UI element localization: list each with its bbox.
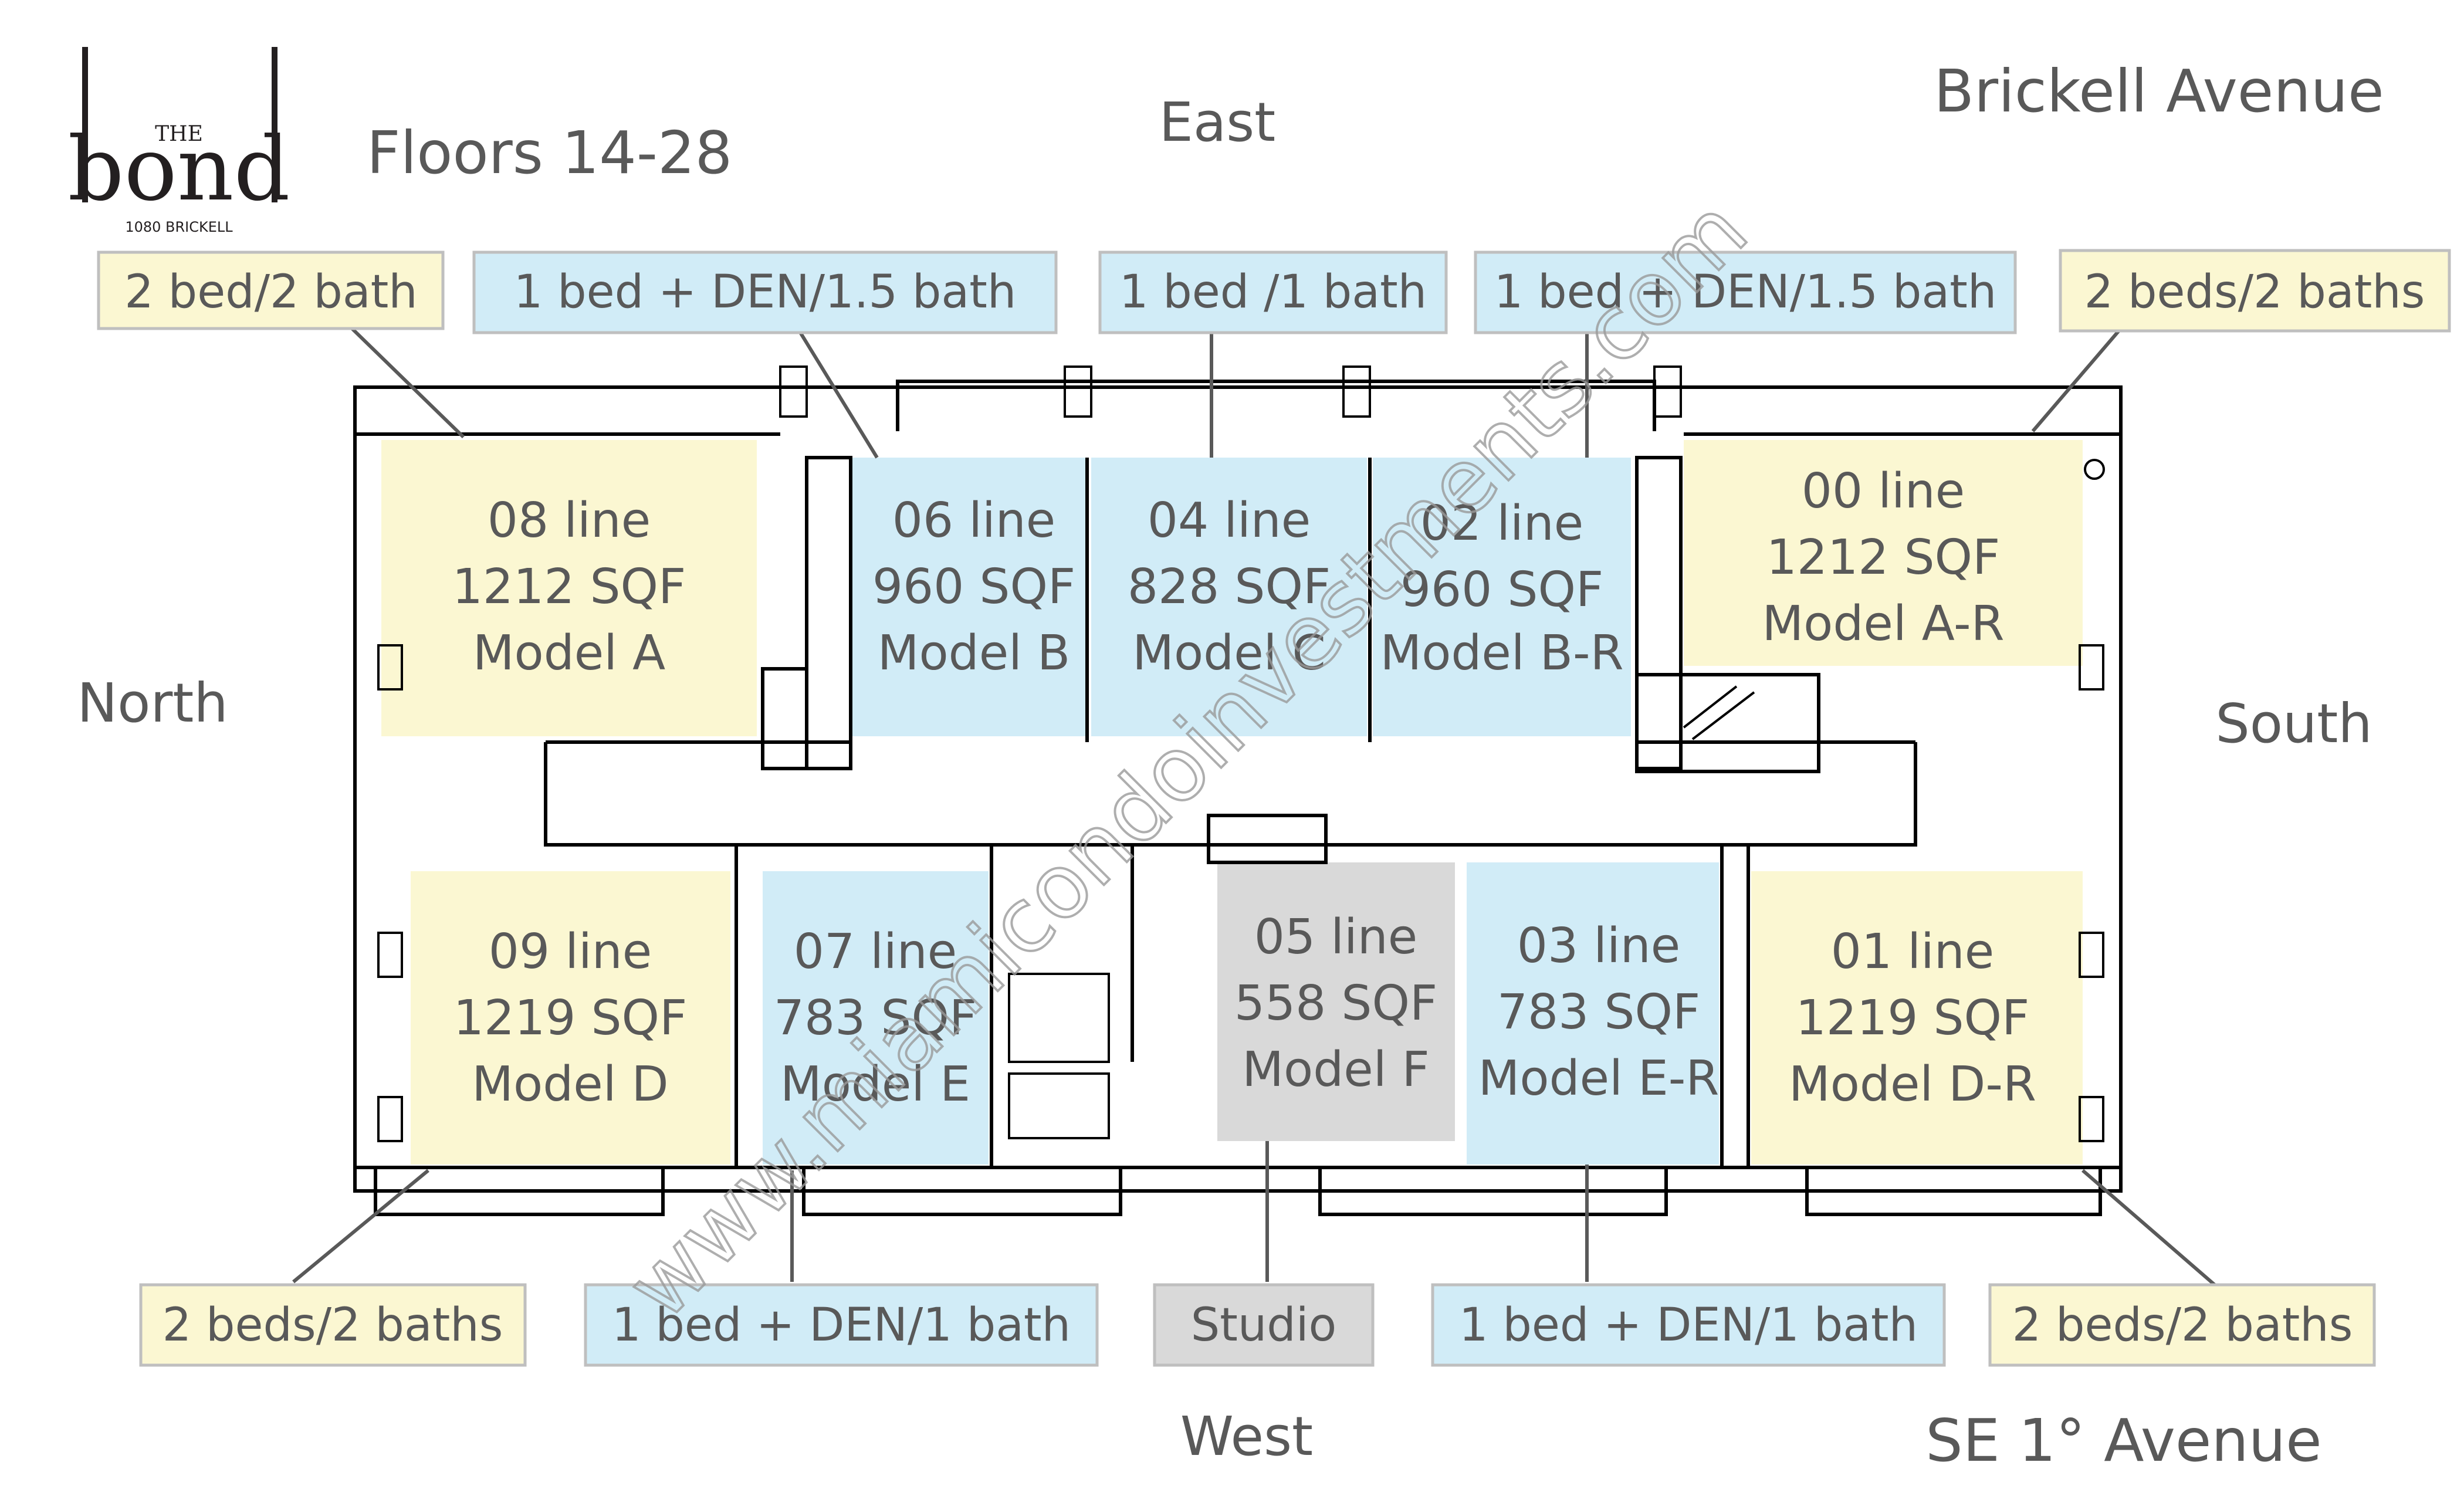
logo-name: bond xyxy=(68,119,290,221)
label-box xyxy=(1474,251,2017,334)
label-text: 1 bed + DEN/1 bath xyxy=(612,1299,1071,1352)
direction-west: West xyxy=(1180,1405,1313,1468)
label-text: 1 bed /1 bath xyxy=(1119,266,1427,319)
direction-east: East xyxy=(1159,91,1276,154)
unit-fill-02 xyxy=(1373,458,1631,736)
unit-09: 09 line 1219 SQF Model D xyxy=(453,924,688,1112)
direction-north: North xyxy=(77,672,228,735)
label-text: 2 beds/2 baths xyxy=(2084,266,2425,319)
unit-sqf: 960 SQF xyxy=(1400,562,1603,618)
unit-model: Model A xyxy=(473,625,665,681)
unit-fill-00 xyxy=(1684,440,2083,666)
unit-line: 06 line xyxy=(892,493,1055,549)
unit-sqf: 783 SQF xyxy=(1497,984,1700,1040)
label-box xyxy=(139,1283,527,1367)
label-text: 2 beds/2 baths xyxy=(163,1299,503,1352)
unit-fill-04 xyxy=(1091,458,1367,736)
label-text: 1 bed + DEN/1 bath xyxy=(1459,1299,1918,1352)
unit-model: Model D-R xyxy=(1789,1057,2036,1112)
unit-line: 02 line xyxy=(1420,496,1583,551)
unit-fill-01 xyxy=(1751,871,2083,1165)
unit-sqf: 1219 SQF xyxy=(1796,990,2030,1046)
unit-sqf: 1212 SQF xyxy=(1766,530,2001,585)
unit-model: Model A-R xyxy=(1762,596,2004,652)
label-box xyxy=(1098,251,1448,334)
unit-04: 04 line 828 SQF Model C xyxy=(1128,493,1331,681)
logo-the: THE xyxy=(155,122,203,146)
unit-fill-06 xyxy=(851,458,1085,736)
unit-02: 02 line 960 SQF Model B-R xyxy=(1380,496,1623,681)
unit-model: Model D xyxy=(472,1057,668,1112)
unit-08: 08 line 1212 SQF Model A xyxy=(452,493,686,681)
label-text: 1 bed + DEN/1.5 bath xyxy=(514,266,1017,319)
label-text: 2 bed/2 bath xyxy=(124,266,417,319)
logo: THE bond 1080 BRICKELL xyxy=(68,47,290,235)
unit-sqf: 960 SQF xyxy=(872,559,1075,615)
unit-06: 06 line 960 SQF Model B xyxy=(872,493,1075,681)
unit-fill-09 xyxy=(411,871,730,1165)
watermark: www.miamicondoinvestments.com xyxy=(608,180,1766,1338)
unit-fill-08 xyxy=(381,440,757,736)
unit-model: Model E-R xyxy=(1478,1051,1720,1106)
label-box xyxy=(97,251,445,330)
logo-address: 1080 BRICKELL xyxy=(125,219,233,235)
unit-00: 00 line 1212 SQF Model A-R xyxy=(1762,463,2004,652)
unit-line: 01 line xyxy=(1831,924,1994,980)
unit-model: Model E xyxy=(780,1057,970,1112)
label-box xyxy=(584,1283,1099,1367)
unit-line: 08 line xyxy=(488,493,651,549)
unit-01: 01 line 1219 SQF Model D-R xyxy=(1789,924,2036,1112)
unit-line: 04 line xyxy=(1148,493,1311,549)
unit-model: Model C xyxy=(1132,625,1326,681)
unit-line: 09 line xyxy=(489,924,652,980)
unit-model: Model B xyxy=(878,625,1071,681)
street-top: Brickell Avenue xyxy=(1934,57,2384,126)
floors-label: Floors 14-28 xyxy=(367,119,732,187)
unit-sqf: 828 SQF xyxy=(1128,559,1331,615)
unit-fill-07 xyxy=(763,871,989,1165)
unit-line: 07 line xyxy=(794,924,957,980)
top-labels: 2 bed/2 bath 1 bed + DEN/1.5 bath 1 bed … xyxy=(97,249,2451,334)
street-bottom: SE 1° Avenue xyxy=(1925,1406,2321,1475)
unit-sqf: 1212 SQF xyxy=(452,559,686,615)
label-box xyxy=(1153,1283,1375,1367)
unit-sqf: 558 SQF xyxy=(1234,976,1437,1031)
unit-line: 00 line xyxy=(1802,463,1965,519)
unit-sqf: 1219 SQF xyxy=(453,990,688,1046)
label-box xyxy=(1431,1283,1946,1367)
unit-07: 07 line 783 SQF Model E xyxy=(774,924,977,1112)
label-box xyxy=(2059,249,2451,333)
unit-line: 03 line xyxy=(1517,918,1680,974)
label-text: Studio xyxy=(1191,1299,1336,1352)
label-text: 2 beds/2 baths xyxy=(2012,1299,2353,1352)
unit-model: Model B-R xyxy=(1380,625,1623,681)
unit-05: 05 line 558 SQF Model F xyxy=(1234,909,1437,1098)
unit-fill-03 xyxy=(1467,862,1719,1165)
unit-model: Model F xyxy=(1242,1042,1429,1098)
label-box xyxy=(1988,1283,2376,1367)
walls xyxy=(353,365,2123,1216)
label-box xyxy=(472,251,1058,334)
direction-south: South xyxy=(2215,692,2372,755)
unit-sqf: 783 SQF xyxy=(774,990,977,1046)
bottom-labels: 2 beds/2 baths 1 bed + DEN/1 bath Studio… xyxy=(139,1283,2376,1367)
unit-03: 03 line 783 SQF Model E-R xyxy=(1478,918,1720,1106)
label-text: 1 bed + DEN/1.5 bath xyxy=(1494,266,1997,319)
unit-line: 05 line xyxy=(1254,909,1417,965)
unit-fill-05 xyxy=(1217,862,1455,1141)
leader-lines xyxy=(292,327,2216,1287)
